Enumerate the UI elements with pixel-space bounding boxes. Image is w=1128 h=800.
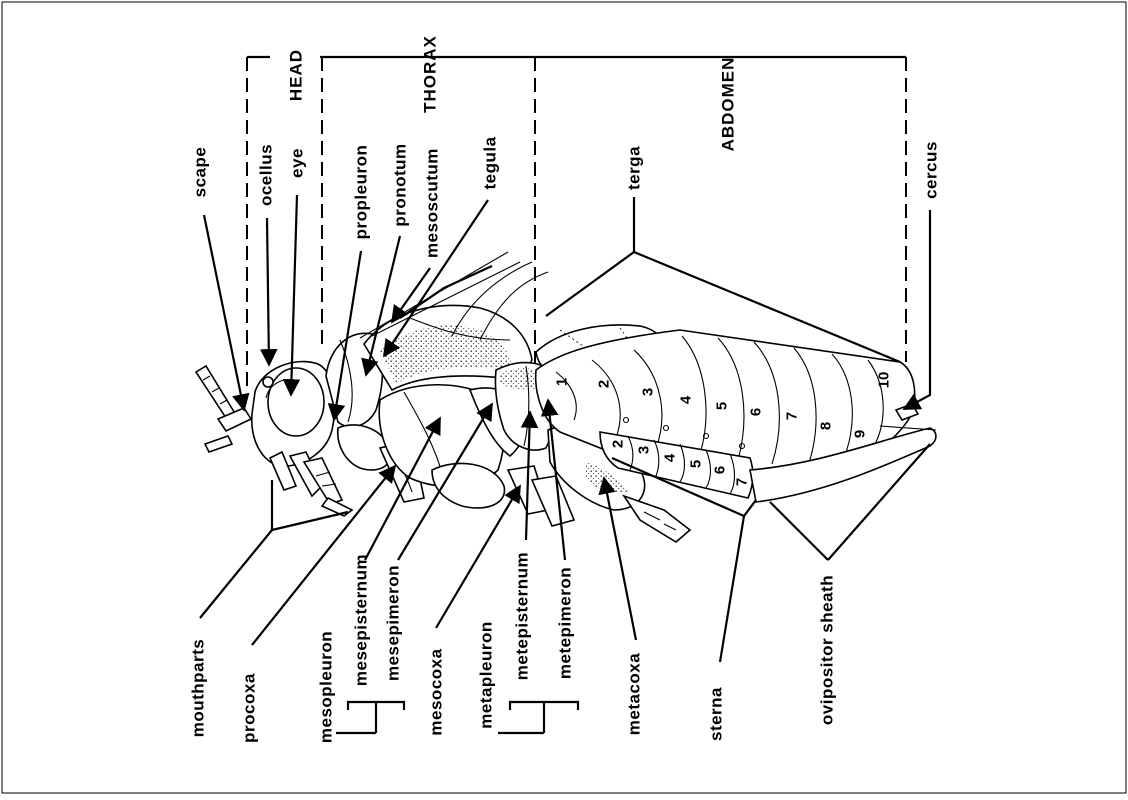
sternum-number: 2 bbox=[610, 440, 627, 448]
label-metapleuron: metapleuron bbox=[477, 621, 496, 729]
label-mesocoxa: mesocoxa bbox=[427, 648, 446, 735]
label-ocellus: ocellus bbox=[257, 144, 276, 206]
label-mesepimeron: mesepimeron bbox=[384, 565, 403, 681]
tergum-number: 9 bbox=[852, 430, 869, 438]
label-procoxa: procoxa bbox=[240, 673, 259, 743]
tergum-number: 10 bbox=[876, 372, 893, 389]
label-pronotum: pronotum bbox=[391, 143, 410, 226]
tergum-number: 7 bbox=[784, 412, 801, 420]
tergum-number: 6 bbox=[748, 408, 765, 416]
tergum-number: 1 bbox=[554, 378, 571, 386]
label-eye: eye bbox=[288, 148, 307, 178]
label-metacoxa: metacoxa bbox=[625, 653, 644, 735]
tergum-number: 3 bbox=[640, 388, 657, 396]
tergum-number: 4 bbox=[678, 395, 695, 404]
sternum-number: 7 bbox=[734, 478, 751, 486]
sternum-number: 3 bbox=[636, 446, 653, 454]
label-propleuron: propleuron bbox=[352, 145, 371, 240]
label-ovipositor-sheath: ovipositor sheath bbox=[818, 575, 837, 725]
sternum-number: 6 bbox=[712, 466, 729, 474]
label-tegula: tegula bbox=[481, 136, 500, 189]
mesopleuron-bracket bbox=[336, 702, 404, 733]
region-label-thorax: THORAX bbox=[421, 35, 440, 113]
label-mesepisternum: mesepisternum bbox=[352, 554, 371, 686]
region-label-abdomen: ABDOMEN bbox=[719, 57, 738, 152]
label-mesoscutum: mesoscutum bbox=[423, 148, 442, 258]
tergum-number: 5 bbox=[714, 402, 731, 410]
tergum-number: 2 bbox=[596, 380, 613, 388]
label-mesopleuron: mesopleuron bbox=[317, 631, 336, 743]
region-label-head: HEAD bbox=[287, 49, 306, 101]
insect-body bbox=[196, 252, 936, 542]
metapleuron-bracket bbox=[498, 702, 578, 733]
label-terga: terga bbox=[625, 146, 644, 190]
label-cercus: cercus bbox=[922, 141, 941, 199]
label-metepimeron: metepimeron bbox=[556, 567, 575, 679]
sternum-number: 4 bbox=[662, 453, 679, 462]
label-metepisternum: metepisternum bbox=[513, 552, 532, 680]
sternum-number: 5 bbox=[688, 460, 705, 468]
label-mouthparts: mouthparts bbox=[189, 639, 208, 738]
tergum-number: 8 bbox=[818, 422, 835, 430]
label-scape: scape bbox=[191, 147, 210, 198]
label-sterna: sterna bbox=[707, 687, 726, 741]
